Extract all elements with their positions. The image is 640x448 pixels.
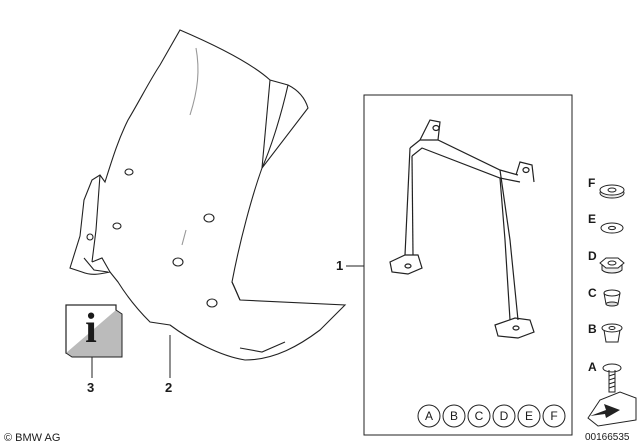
legend-circle-f [542,404,566,428]
screw-icon [602,363,622,393]
legend-letter-d: D [499,409,509,423]
part-letter-f: F [588,176,596,190]
washer-icon [600,222,624,234]
legend-letter-c: C [474,409,484,423]
legend-letter-e: E [524,409,533,423]
legend-letter-a: A [424,409,433,423]
nut-icon [599,257,625,274]
grommet-icon [599,184,625,199]
copyright-text: © BMW AG [4,432,61,444]
spacer-icon [603,289,621,307]
part-letter-e: E [588,212,597,226]
rivet-nut-icon [601,323,623,343]
info-glyph: i [85,306,97,352]
legend-circle-a [417,404,441,428]
legend-circle-c [467,404,491,428]
legend-letter-f: F [550,409,558,423]
part-letter-c: C [588,286,597,300]
callout-3: 3 [87,380,95,395]
diagram-part-number: 00166535 [585,432,630,443]
part-letter-b: B [588,322,597,336]
info-sheet-icon [65,304,123,358]
bracket-drawing [389,119,535,339]
legend-circle-b [442,404,466,428]
windscreen-drawing [69,29,347,361]
legend-letter-b: B [449,409,458,423]
part-letter-a: A [588,360,597,374]
legend-circle-d [492,404,516,428]
bracket-kit-frame [363,94,573,436]
callout-1: 1 [336,258,344,273]
direction-arrow-icon [587,391,637,427]
legend-circle-e [517,404,541,428]
callout-2: 2 [165,380,173,395]
part-letter-d: D [588,249,597,263]
